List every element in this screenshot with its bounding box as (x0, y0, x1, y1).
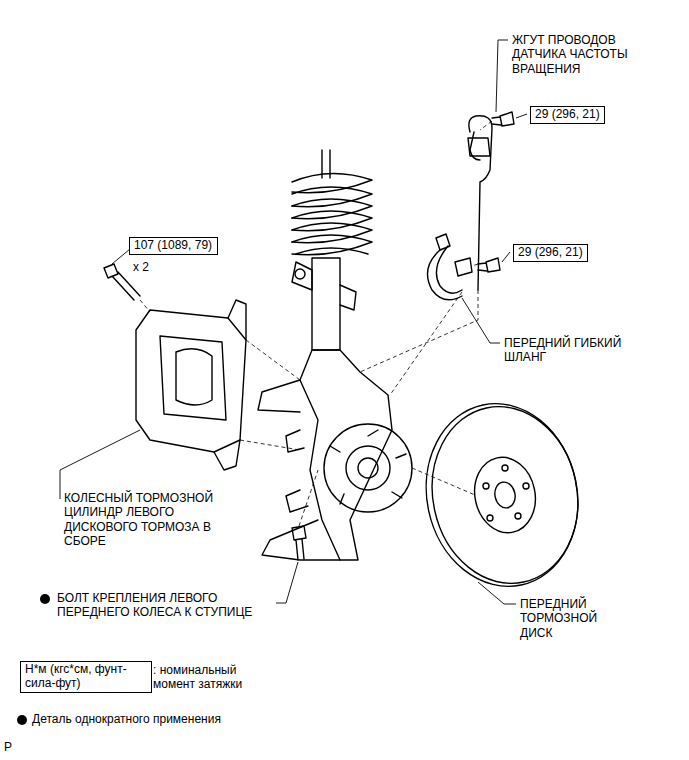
torque-value: 29 (296, 21) (535, 108, 600, 122)
leader-line (60, 430, 140, 499)
assembly-line (299, 470, 318, 526)
hub-center (346, 446, 390, 490)
leader-line (502, 252, 510, 262)
coil-spring (292, 223, 372, 243)
leader-line (496, 40, 508, 112)
coil-spring (292, 199, 372, 219)
flexible-hose (436, 234, 450, 250)
assembly-line (480, 121, 492, 130)
torque-box: 29 (296, 21) (513, 244, 588, 262)
knuckle-arm (258, 380, 300, 412)
assembly-line (240, 440, 300, 450)
torque-box: Н*м (кгс*см, фунт-сила-фут) (20, 661, 152, 693)
brake-disc-hat (468, 452, 542, 539)
coil-spring (292, 187, 372, 207)
torque-value: 107 (1089, 79) (134, 239, 213, 253)
part-label: КОЛЕСНЫЙ ТОРМОЗНОЙ ЦИЛИНДР ЛЕВОГО ДИСКОВ… (64, 491, 214, 549)
knuckle-ear (286, 430, 308, 512)
sensor-bracket (468, 138, 490, 156)
disc-hole (483, 483, 489, 489)
single-use-mark (40, 594, 50, 604)
coil-spring (292, 235, 372, 255)
assembly-line (472, 264, 478, 266)
torque-box: 29 (296, 21) (530, 106, 605, 124)
brake-caliper (160, 336, 226, 420)
brake-disc-bore (493, 480, 518, 510)
leader-line (516, 114, 527, 118)
brake-disc (410, 389, 595, 600)
part-label: ПЕРЕДНИЙ ТОРМОЗНОЙ ДИСК (520, 597, 615, 640)
part-label: ПЕРЕДНИЙ ГИБКИЙ ШЛАНГ (504, 336, 629, 365)
legend-entry: : номинальный момент затяжки (153, 663, 263, 692)
hub-flange (324, 424, 412, 512)
flexible-hose (436, 246, 462, 293)
legend-text: Деталь однократного применения (32, 712, 221, 726)
assembly-line (390, 292, 462, 395)
strut-bolt (295, 269, 305, 279)
assembly-line (412, 468, 475, 495)
part-label: БОЛТ КРЕПЛЕНИЯ ЛЕВОГО ПЕРЕДНЕГО КОЛЕСА К… (57, 591, 272, 620)
lower-arm (262, 520, 340, 560)
hub-stud (330, 430, 406, 504)
part-label: ЖГУТ ПРОВОДОВ ДАТЧИКА ЧАСТОТЫ ВРАЩЕНИЯ (512, 33, 652, 76)
assembly-line (140, 300, 300, 380)
leader-line (462, 298, 500, 343)
torque-box: 107 (1089, 79) (129, 237, 218, 255)
legend-entry: Деталь однократного применения (32, 712, 221, 726)
brake-caliper (136, 310, 246, 452)
coil-spring (292, 211, 372, 231)
torque-value: Н*м (кгс*см, фунт-сила-фут) (25, 663, 147, 691)
disc-hole (523, 483, 529, 489)
hose-bracket (455, 258, 472, 276)
brake-caliper (214, 300, 246, 470)
hub-bolt (292, 526, 306, 560)
steering-knuckle (300, 350, 392, 560)
disc-hole (502, 465, 508, 471)
leader-line (276, 562, 298, 603)
part-label: x 2 (133, 260, 149, 274)
strut-body (312, 258, 340, 350)
leader-line (478, 582, 516, 604)
bolt (478, 258, 500, 272)
coil-spring (296, 248, 368, 254)
strut-bracket (292, 262, 356, 310)
legend-text: : номинальный момент затяжки (153, 663, 242, 691)
brake-disc (416, 393, 594, 597)
brake-caliper (176, 349, 212, 405)
assembly-line (360, 290, 478, 372)
part-label: P (4, 740, 12, 754)
bolt (492, 112, 514, 126)
disc-hole (515, 513, 521, 519)
disc-hole (487, 515, 493, 521)
torque-value: 29 (296, 21) (518, 246, 583, 260)
single-use-mark (17, 715, 27, 725)
hub-nut (358, 458, 378, 478)
